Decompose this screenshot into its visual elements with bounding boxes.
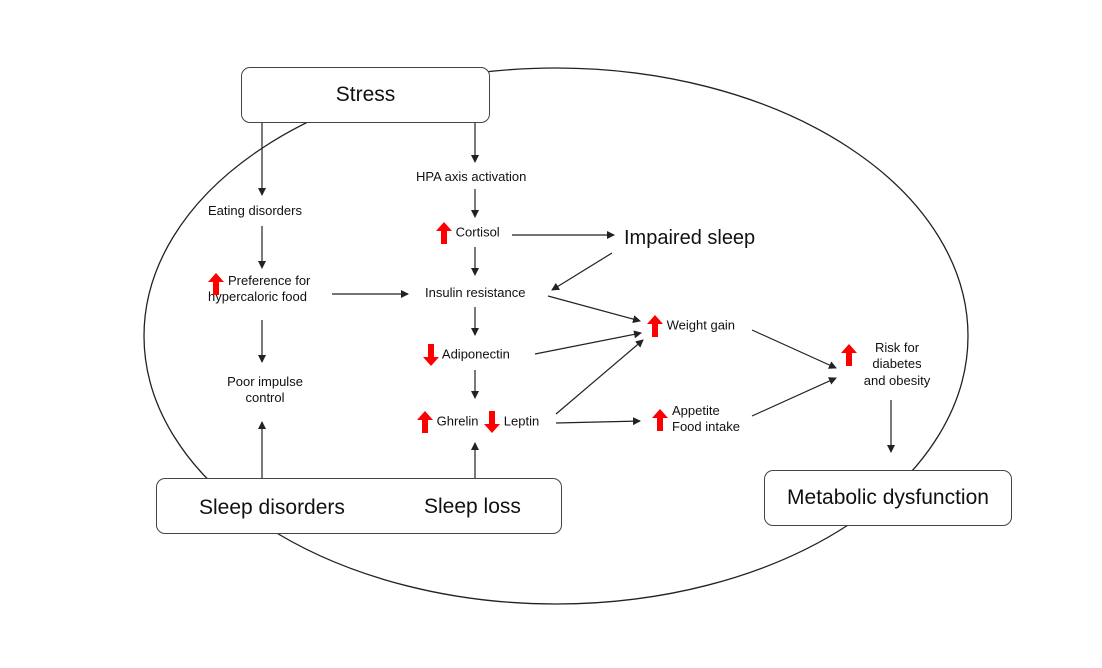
insulin-label: Insulin resistance: [425, 285, 526, 300]
ghrelin-leptin-node: Ghrelin Leptin: [417, 411, 539, 433]
metabolic-label: Metabolic dysfunction: [787, 486, 989, 509]
risk-line2: diabetes: [872, 356, 922, 372]
stress-label: Stress: [335, 83, 396, 106]
stress-box: Stress: [241, 67, 490, 123]
increase-arrow-icon: [652, 409, 668, 431]
preference-node: Preference for hypercaloric food: [208, 273, 310, 306]
arrow-impaired-insulin: [551, 252, 613, 291]
appetite-line2: Food intake: [672, 419, 740, 435]
ghrelin-label: Ghrelin: [436, 413, 479, 429]
sleep-disorders-label: Sleep disorders: [199, 496, 345, 519]
poor-impulse-line2: control: [245, 390, 285, 406]
cortisol-node: Cortisol: [436, 222, 500, 244]
impaired-sleep-label: Impaired sleep: [624, 227, 756, 249]
preference-line1: Preference for: [228, 273, 311, 288]
risk-line1: Risk for: [874, 340, 920, 355]
increase-arrow-icon: [436, 222, 452, 244]
increase-arrow-icon: [417, 411, 433, 433]
cortisol-label: Cortisol: [455, 224, 500, 240]
arrow-weight-risk: [751, 329, 837, 369]
increase-arrow-icon: [841, 344, 857, 366]
leptin-label: Leptin: [503, 413, 540, 429]
weight-gain-label: Weight gain: [666, 317, 736, 333]
increase-arrow-icon: [208, 273, 224, 295]
arrow-insulin-weight: [547, 295, 641, 324]
appetite-line1: Appetite: [672, 403, 720, 418]
arrow-appetite-risk: [751, 377, 837, 417]
arrow-adiponectin-weight: [534, 330, 642, 355]
adiponectin-node: Adiponectin: [423, 344, 510, 366]
appetite-node: Appetite Food intake: [652, 403, 740, 436]
adiponectin-label: Adiponectin: [441, 346, 510, 362]
preference-line2: hypercaloric food: [208, 289, 307, 305]
poor-impulse-line1: Poor impulse: [227, 374, 303, 389]
increase-arrow-icon: [647, 315, 663, 337]
decrease-arrow-icon: [484, 411, 501, 433]
sleep-loss-label: Sleep loss: [424, 495, 521, 518]
metabolic-box: Metabolic dysfunction: [764, 470, 1012, 526]
arrow-leptin-weight: [555, 339, 644, 415]
poor-impulse-node: Poor impulse control: [220, 374, 310, 407]
outer-ellipse: [143, 67, 969, 605]
hpa-label: HPA axis activation: [416, 169, 527, 184]
arrow-leptin-appetite: [555, 417, 641, 426]
decrease-arrow-icon: [423, 344, 439, 366]
eating-disorders-label: Eating disorders: [208, 203, 302, 218]
risk-line3: and obesity: [863, 372, 931, 388]
weight-gain-node: Weight gain: [647, 315, 735, 337]
sleep-box: [156, 478, 562, 534]
risk-node: Risk for diabetes and obesity: [841, 340, 937, 389]
